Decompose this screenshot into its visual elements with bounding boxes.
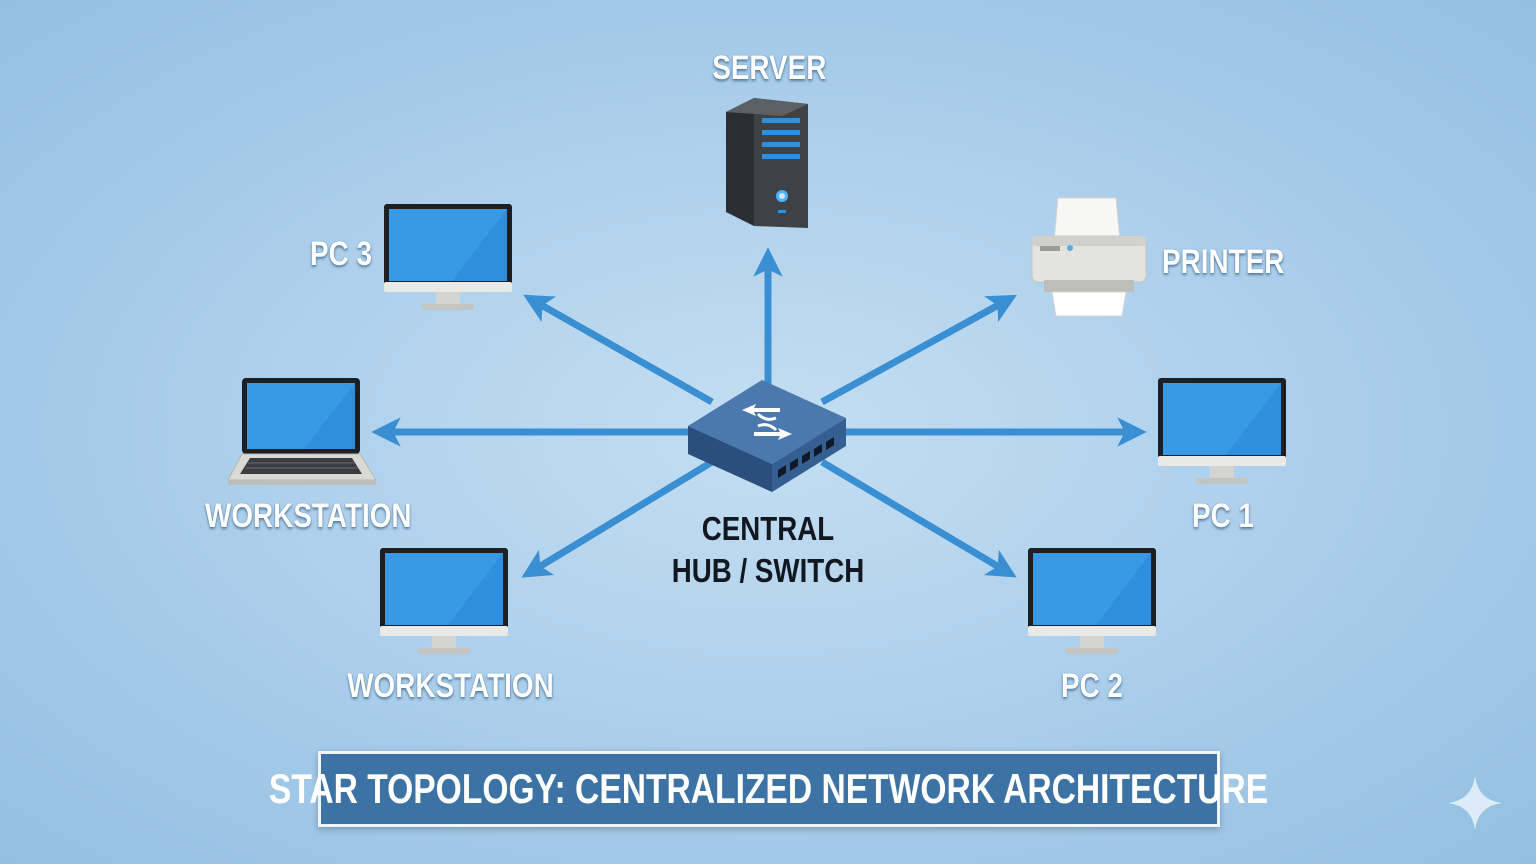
pc1-label: PC 1 [1192, 497, 1254, 535]
sparkle-icon [1448, 776, 1502, 830]
workstation-left-label: WORKSTATION [205, 497, 412, 535]
laptop-icon [227, 378, 377, 485]
printer-node [1030, 196, 1148, 323]
link-printer [820, 294, 1017, 406]
pc1-node [1156, 376, 1288, 493]
monitor-icon [1158, 378, 1286, 484]
banner-title: STAR TOPOLOGY: CENTRALIZED NETWORK ARCHI… [269, 765, 1269, 812]
workstation-left-node [227, 376, 378, 493]
monitor-icon [380, 548, 508, 654]
server-label: SERVER [712, 49, 827, 87]
pc2-label: PC 2 [1061, 667, 1123, 705]
printer-label: PRINTER [1162, 243, 1285, 281]
pc3-label: PC 3 [310, 235, 372, 273]
hub-label-line2: HUB / SWITCH [671, 552, 865, 589]
hub-node [686, 378, 850, 501]
server-tower-icon [726, 98, 808, 228]
pc2-node [1026, 546, 1158, 663]
workstation-bottom-label: WORKSTATION [347, 667, 554, 705]
server-node [720, 94, 816, 239]
monitor-icon [1028, 548, 1156, 654]
link-workstation-bottom [521, 459, 714, 578]
link-pc3 [523, 294, 714, 406]
printer-icon [1031, 197, 1147, 317]
workstation-bottom-node [378, 546, 510, 663]
link-pc2 [820, 458, 1017, 578]
hub-label: CENTRAL HUB / SWITCH [644, 508, 893, 592]
title-banner: STAR TOPOLOGY: CENTRALIZED NETWORK ARCHI… [269, 751, 1269, 827]
monitor-icon [384, 204, 512, 310]
pc3-node [382, 202, 514, 319]
hub-label-line1: CENTRAL [701, 510, 835, 547]
network-switch-icon [688, 380, 846, 492]
